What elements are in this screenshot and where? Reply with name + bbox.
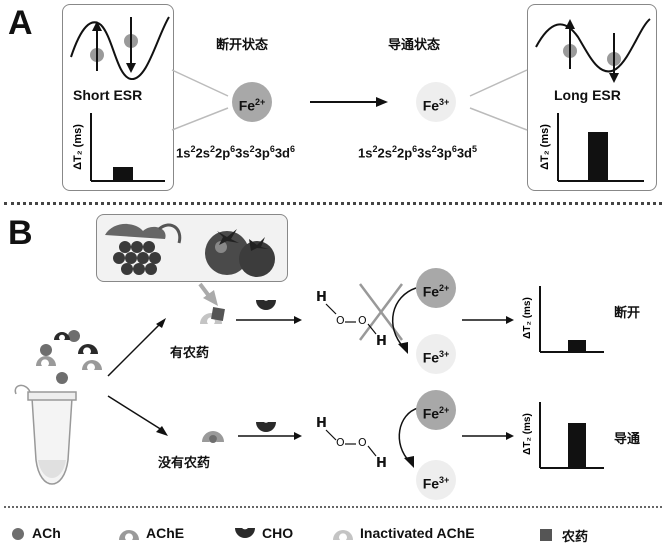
ach-legend-icon — [10, 526, 26, 542]
test-tube-icon — [12, 384, 90, 502]
ache-legend-icon — [118, 524, 140, 544]
ach-legend-label: ACh — [32, 525, 61, 541]
on-label: 导通 — [614, 428, 640, 447]
h2o2-bottom-h2: H — [376, 456, 387, 471]
h2o2-bottom-o2: O — [358, 436, 367, 449]
fe3-ion-b-top: Fe3+ — [416, 334, 456, 374]
h2o2-top-o2: O — [358, 314, 367, 327]
inactivated-ache-legend-label: Inactivated AChE — [360, 525, 475, 541]
h2o2-bottom-h1: H — [316, 416, 327, 431]
h2o2-top-h1: H — [316, 290, 327, 305]
fe2-ion-a: Fe2+ — [232, 82, 272, 122]
on-chart-axis-label: ΔT₂ (ms) — [522, 413, 533, 455]
fe3-electron-config: 1s22s22p63s23p63d5 — [358, 144, 477, 160]
pesticide-legend-label: 农药 — [562, 526, 588, 545]
fe2-ion-b-bottom: Fe2+ — [416, 390, 456, 430]
fe3-ion-b-bottom: Fe3+ — [416, 460, 456, 500]
off-chart: ΔT₂ (ms) — [518, 282, 608, 358]
h2o2-top-h2: H — [376, 334, 387, 349]
legend: ACh AChE CHO Inactivated AChE 农药 — [6, 522, 662, 548]
h2o2-bottom-o1: O — [336, 436, 345, 449]
cho-icon-top — [254, 294, 278, 314]
without-pesticide-label: 没有农药 — [158, 452, 210, 471]
on-chart: ΔT₂ (ms) — [518, 398, 608, 474]
off-label: 断开 — [614, 302, 640, 321]
legend-divider — [4, 506, 662, 508]
off-chart-axis-label: ΔT₂ (ms) — [522, 297, 533, 339]
molecules-cluster — [34, 326, 110, 388]
off-chart-bar — [568, 340, 586, 352]
pesticide-legend-icon — [538, 527, 554, 543]
fe3-ion-a: Fe3+ — [416, 82, 456, 122]
ache-with-ach — [200, 426, 228, 446]
inactivated-ache-with-pesticide — [198, 306, 230, 334]
fe2-electron-config: 1s22s22p63s23p63d6 — [176, 144, 295, 160]
fe2-ion-b-top: Fe2+ — [416, 268, 456, 308]
inactivated-ache-legend-icon — [332, 524, 354, 544]
cho-legend-label: CHO — [262, 525, 293, 541]
with-pesticide-label: 有农药 — [170, 342, 209, 361]
cho-legend-icon — [234, 524, 256, 544]
panel-a-connectors — [0, 0, 666, 200]
ache-legend-label: AChE — [146, 525, 184, 541]
h2o2-top-o1: O — [336, 314, 345, 327]
cho-icon-bottom — [254, 416, 278, 436]
on-chart-bar — [568, 423, 586, 468]
